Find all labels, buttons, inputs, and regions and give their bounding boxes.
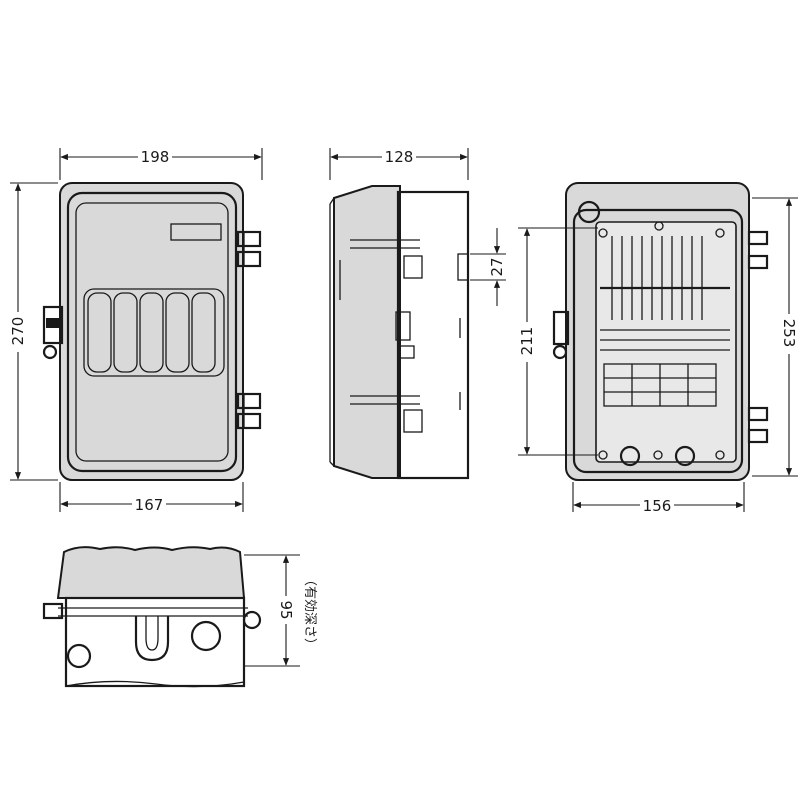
side-depth-label: 128 (385, 148, 414, 166)
breaker-bank (83, 288, 225, 377)
dim-front-width: 198 (59, 148, 263, 180)
rear-height-label: 253 (780, 319, 798, 348)
knockout-hole-icon (674, 445, 696, 467)
bottom-depth-note: （有効深さ） (302, 573, 317, 651)
dim-side-offset: 27 (470, 228, 506, 306)
front-width-label: 198 (141, 148, 170, 166)
side-view (329, 185, 470, 480)
knockout-hole-icon (619, 445, 641, 467)
dim-rear-height: 253 (752, 197, 799, 477)
dim-bottom-depth: 95 （有効深さ） (244, 554, 317, 667)
dim-side-depth: 128 (329, 148, 469, 180)
dim-rear-width: 156 (572, 482, 745, 515)
label-window (170, 223, 222, 241)
terminal-grid (603, 363, 717, 407)
hinge-bottom (236, 392, 262, 430)
bottom-view (42, 546, 262, 688)
vent-slots (600, 236, 730, 351)
front-view (42, 182, 262, 481)
dim-front-height: 270 (8, 182, 58, 481)
mounting-hole-icon (577, 200, 601, 224)
bottom-depth-label: 95 (277, 600, 295, 619)
mounting-plate (595, 221, 737, 463)
hinge-top (236, 230, 262, 268)
front-inner-width-label: 167 (135, 496, 164, 514)
latch (42, 305, 64, 360)
rear-view (552, 182, 769, 481)
dim-rear-mount-height: 211 (517, 227, 598, 456)
rear-width-label: 156 (643, 497, 672, 515)
dim-front-inner-width: 167 (59, 482, 244, 514)
side-offset-label: 27 (488, 257, 506, 276)
front-height-label: 270 (9, 317, 27, 346)
knockout-hole-icon (66, 643, 92, 669)
knockout-hole-icon (190, 620, 222, 652)
rear-mount-height-label: 211 (518, 327, 536, 356)
